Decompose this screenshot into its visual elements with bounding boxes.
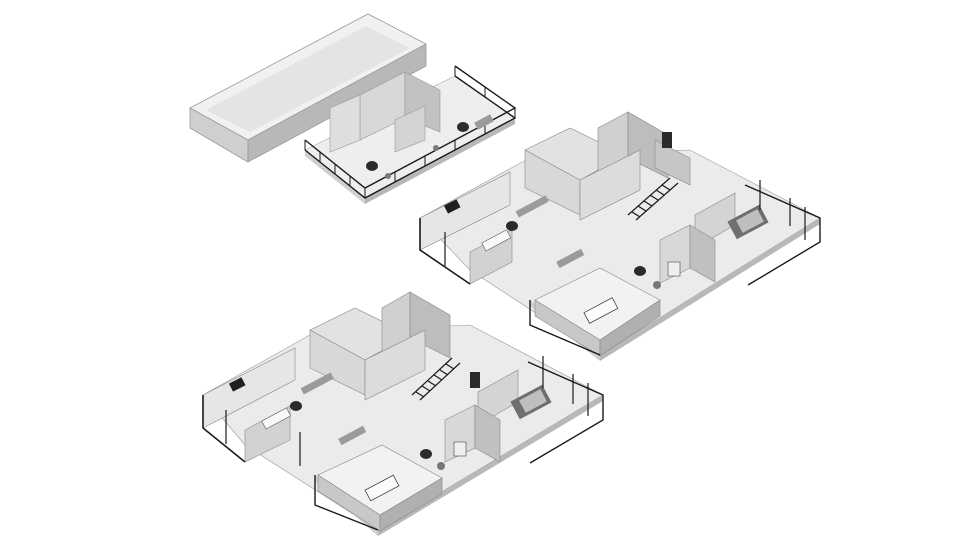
plant-pot: [437, 462, 445, 470]
glass-railing: [744, 184, 821, 286]
stair-enclosure-wall: [329, 94, 361, 153]
armchair: [290, 401, 302, 411]
bathroom-wall: [689, 224, 716, 283]
floor-slab-right-edge: [378, 395, 603, 536]
bed-linen: [519, 389, 547, 413]
staircase: [627, 177, 679, 221]
side-table: [433, 145, 439, 151]
armchair: [634, 266, 646, 276]
glass-railing: [419, 218, 471, 285]
armchair: [506, 221, 518, 231]
tv-panel: [443, 199, 461, 214]
side-table: [385, 173, 391, 179]
kitchen-island: [481, 229, 512, 252]
terrace-deck-edge-right: [365, 118, 515, 204]
sofa: [474, 114, 494, 130]
terrace-railing-posts: [304, 66, 516, 198]
armchair: [420, 449, 432, 459]
dark-panel: [662, 132, 672, 148]
staircase: [411, 357, 461, 401]
lower-floor: [202, 291, 604, 536]
wardrobe: [453, 441, 467, 457]
room-wall: [394, 105, 426, 153]
bed-linen: [736, 209, 764, 233]
dining-table: [300, 372, 334, 395]
lounge-room-wall: [379, 477, 443, 532]
lounge-room-wall: [599, 299, 661, 357]
plant-pot: [653, 281, 661, 289]
tv-panel: [228, 377, 246, 392]
lounge-chair: [366, 161, 378, 171]
dark-panel: [470, 372, 480, 388]
upper-floor: [419, 111, 821, 361]
kitchen-island: [261, 407, 292, 430]
dining-table: [515, 195, 549, 218]
sectional-sofa: [364, 474, 400, 502]
glass-railing: [202, 395, 246, 463]
railing-posts: [444, 180, 806, 266]
lounge-chair: [457, 122, 469, 132]
floor-slab-right-edge: [600, 218, 820, 361]
stair-core-wall: [579, 149, 641, 221]
glass-railing: [529, 300, 601, 356]
stair-core-wall: [364, 329, 426, 401]
terrace-deck-edge: [305, 150, 365, 204]
closet-wall: [654, 139, 691, 186]
bathroom-wall: [474, 404, 501, 463]
railing-posts: [225, 356, 589, 466]
roof-terrace: [189, 13, 517, 204]
roof-box-right-face: [247, 43, 427, 163]
glass-railing: [314, 475, 379, 531]
dining-table: [556, 248, 585, 269]
glass-railing: [527, 361, 604, 464]
dining-table: [338, 425, 367, 446]
roof-box-inner: [206, 26, 410, 132]
wardrobe: [667, 261, 681, 277]
sectional-sofa: [583, 297, 619, 324]
